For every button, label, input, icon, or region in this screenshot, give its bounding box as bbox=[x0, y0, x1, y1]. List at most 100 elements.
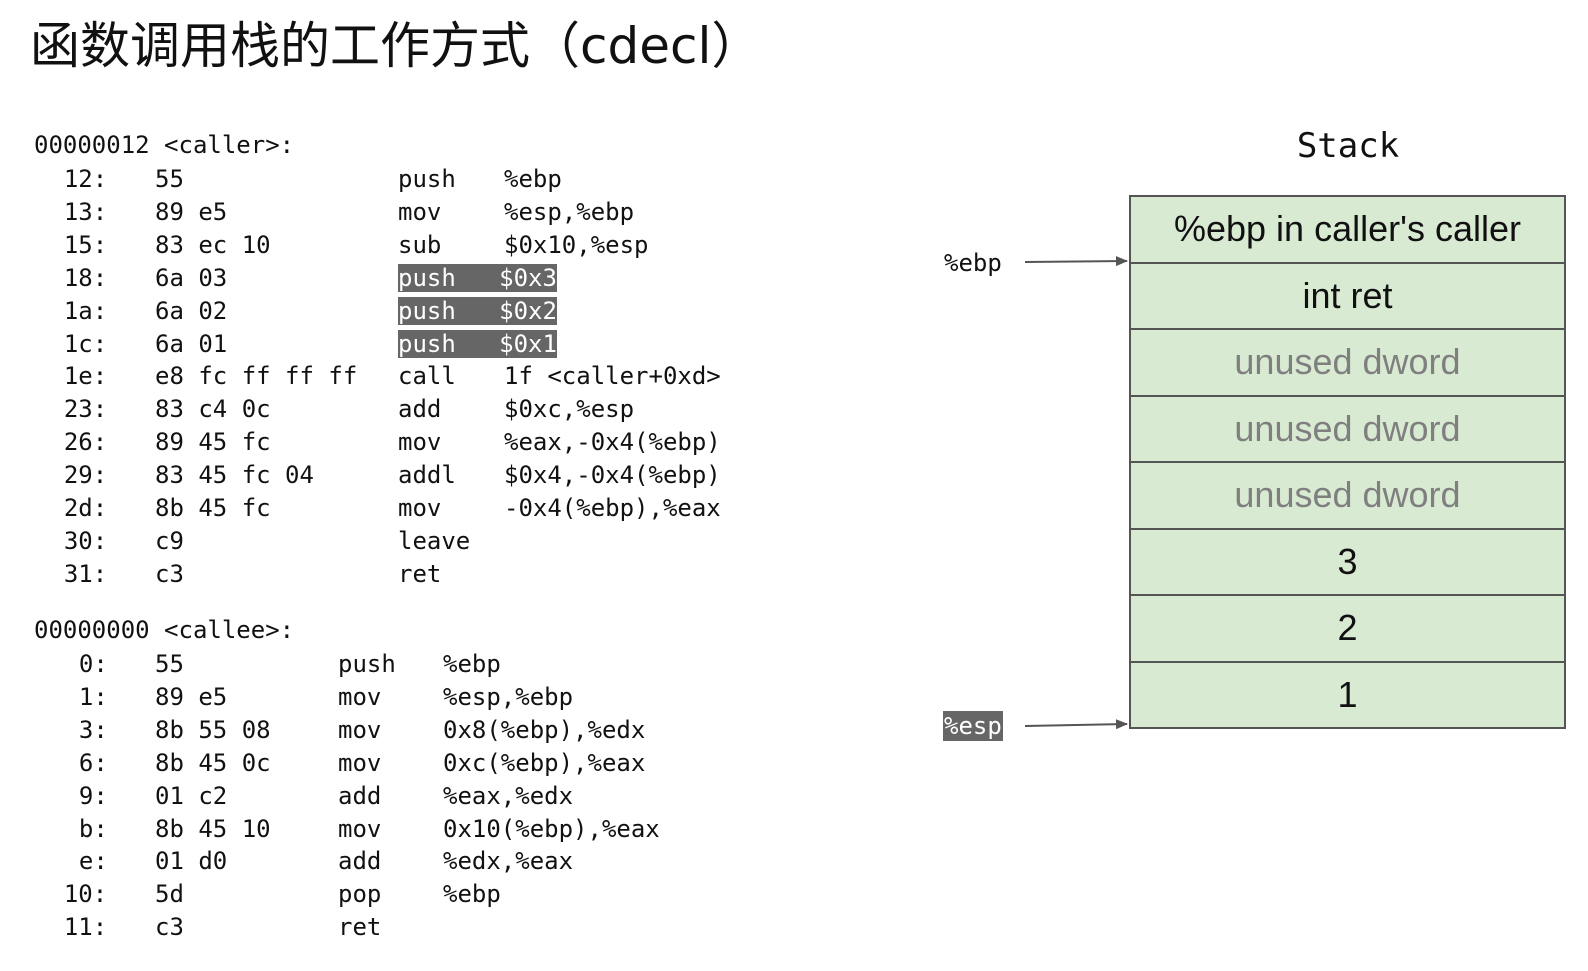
esp-arrow bbox=[1024, 719, 1128, 730]
instr-op: mov bbox=[398, 428, 442, 457]
instr-op: ret bbox=[398, 559, 442, 588]
instr-bytes: 8b 45 0c bbox=[155, 748, 271, 777]
instr-bytes: 55 bbox=[155, 650, 184, 678]
stack-cell: int ret bbox=[1131, 263, 1564, 330]
instr-bytes: e8 fc ff ff ff bbox=[155, 362, 358, 391]
instr-args: $0x2 bbox=[499, 296, 557, 325]
instr-op: mov bbox=[338, 814, 382, 843]
instr-address: 23: bbox=[63, 395, 108, 424]
instr-bytes: 5d bbox=[155, 880, 184, 909]
instr-address: 6: bbox=[78, 748, 108, 777]
instr-args: $0x3 bbox=[499, 263, 557, 292]
instr-args: %esp,%ebp bbox=[504, 197, 635, 226]
instr-address: 12: bbox=[63, 165, 108, 193]
instr-op: mov bbox=[398, 494, 442, 522]
instr-args: %ebp bbox=[504, 165, 562, 193]
instr-bytes: 8b 55 08 bbox=[155, 715, 271, 744]
esp-pointer-label: %esp bbox=[943, 711, 1003, 741]
instr-op: pop bbox=[338, 880, 382, 909]
instr-op: push bbox=[398, 329, 456, 358]
instr-bytes: 6a 01 bbox=[155, 329, 228, 358]
instr-op: call bbox=[398, 362, 456, 391]
page-title: 函数调用栈的工作方式（cdecl） bbox=[30, 17, 762, 75]
instr-address: 1: bbox=[78, 682, 108, 711]
instr-bytes: 01 c2 bbox=[155, 781, 228, 810]
instr-bytes: 83 45 fc 04 bbox=[155, 461, 314, 490]
instr-highlighted: push $0x3 bbox=[398, 263, 557, 292]
instr-op: ret bbox=[338, 913, 382, 942]
instr-bytes: 83 c4 0c bbox=[155, 395, 271, 424]
stack-cell: 2 bbox=[1131, 596, 1564, 663]
instr-highlighted: push $0x2 bbox=[398, 296, 557, 325]
instr-op: mov bbox=[398, 197, 442, 226]
stack-cell: unused dword bbox=[1131, 463, 1564, 530]
instr-bytes: 89 e5 bbox=[155, 682, 228, 711]
instr-address: 30: bbox=[63, 526, 108, 555]
instr-bytes: c3 bbox=[155, 913, 184, 942]
instr-bytes: 01 d0 bbox=[155, 847, 228, 876]
instr-args: %edx,%eax bbox=[443, 847, 574, 876]
stack-title: Stack bbox=[1296, 126, 1400, 166]
instr-args: $0x4,-0x4(%ebp) bbox=[504, 461, 721, 490]
instr-bytes: c3 bbox=[155, 559, 184, 588]
instr-address: 3: bbox=[78, 715, 108, 744]
instr-bytes: 6a 02 bbox=[155, 296, 228, 325]
instr-args: 1f <caller+0xd> bbox=[504, 362, 721, 391]
instr-args: 0x10(%ebp),%eax bbox=[443, 814, 660, 843]
ebp-pointer-label: %ebp bbox=[944, 249, 1002, 277]
instr-op: sub bbox=[398, 230, 442, 259]
instr-op: add bbox=[338, 781, 382, 810]
instr-args: $0xc,%esp bbox=[504, 395, 635, 424]
stack-cell: 3 bbox=[1131, 529, 1564, 596]
instr-op: push bbox=[398, 263, 456, 292]
instr-address: 0: bbox=[78, 650, 108, 678]
instr-address: 31: bbox=[63, 559, 108, 588]
instr-address: 9: bbox=[78, 781, 108, 810]
instr-address: 1c: bbox=[63, 329, 108, 358]
instr-args: %ebp bbox=[443, 880, 501, 909]
caller-header: 00000012 <caller>: bbox=[34, 131, 295, 159]
instr-bytes: 55 bbox=[155, 165, 184, 193]
instr-bytes: 8b 45 10 bbox=[155, 814, 271, 843]
instr-bytes: 6a 03 bbox=[155, 263, 228, 292]
instr-op: push bbox=[398, 296, 456, 325]
stack-cell: %ebp in caller's caller bbox=[1131, 197, 1564, 264]
stack-cell: 1 bbox=[1131, 662, 1564, 729]
instr-highlighted: push $0x1 bbox=[398, 329, 557, 358]
instr-address: e: bbox=[78, 847, 108, 876]
instr-op: add bbox=[338, 847, 382, 876]
instr-address: b: bbox=[78, 814, 108, 843]
callee-header: 00000000 <callee>: bbox=[34, 616, 295, 644]
instr-op: mov bbox=[338, 715, 382, 744]
instr-address: 10: bbox=[63, 880, 108, 909]
instr-address: 26: bbox=[63, 428, 108, 457]
instr-args: %eax,%edx bbox=[443, 781, 574, 810]
instr-bytes: 83 ec 10 bbox=[155, 230, 271, 259]
stack-cell: unused dword bbox=[1131, 396, 1564, 463]
ebp-arrow bbox=[1024, 256, 1128, 267]
instr-args: %esp,%ebp bbox=[443, 682, 574, 711]
instr-address: 18: bbox=[63, 263, 108, 292]
instr-op: leave bbox=[398, 526, 471, 555]
instr-op: addl bbox=[398, 461, 456, 490]
instr-args: %ebp bbox=[443, 650, 501, 678]
instr-args: $0x10,%esp bbox=[504, 230, 649, 259]
instr-bytes: 8b 45 fc bbox=[155, 494, 271, 522]
instr-bytes: 89 45 fc bbox=[155, 428, 271, 457]
instr-address: 11: bbox=[63, 913, 108, 942]
instr-address: 2d: bbox=[63, 494, 108, 522]
instr-op: push bbox=[398, 165, 456, 193]
instr-address: 13: bbox=[63, 197, 108, 226]
instr-op: mov bbox=[338, 748, 382, 777]
instr-args: $0x1 bbox=[499, 329, 557, 358]
instr-bytes: c9 bbox=[155, 526, 184, 555]
instr-args: 0xc(%ebp),%eax bbox=[443, 748, 646, 777]
instr-op: mov bbox=[338, 682, 382, 711]
instr-address: 1a: bbox=[63, 296, 108, 325]
instr-address: 15: bbox=[63, 230, 108, 259]
instr-address: 1e: bbox=[63, 362, 108, 391]
instr-args: -0x4(%ebp),%eax bbox=[504, 494, 721, 522]
instr-op: add bbox=[398, 395, 442, 424]
